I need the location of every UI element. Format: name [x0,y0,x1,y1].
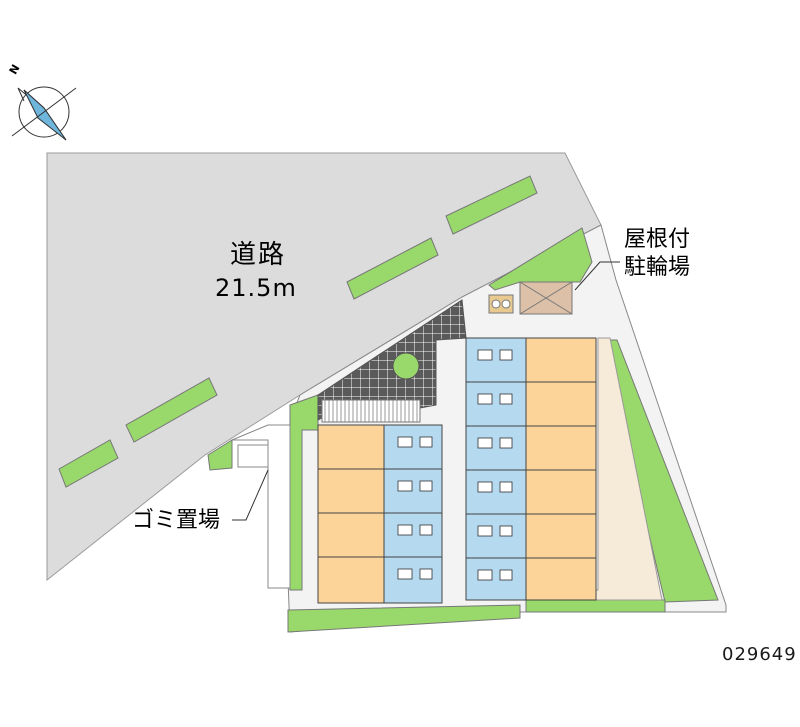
compass-icon [11,86,77,141]
road-name-label: 道路 [230,240,287,270]
tree-icon [392,352,420,380]
bicycle-parking-label-line2: 駐輪場 [624,255,691,280]
bicycle-parking-label-line1: 屋根付 [624,227,691,252]
road-width-label: 21.5m [215,274,297,302]
stair-stripes [321,399,421,423]
label-leaders [232,261,620,521]
building-right [465,337,597,601]
bicycle-parking-structure [488,281,573,315]
median-greenery [58,175,538,488]
property-code: 029649 [722,644,797,665]
garbage-area-label: ゴミ置場 [132,508,221,533]
unit-fixtures [397,349,513,581]
garbage-area-structure [231,424,291,589]
